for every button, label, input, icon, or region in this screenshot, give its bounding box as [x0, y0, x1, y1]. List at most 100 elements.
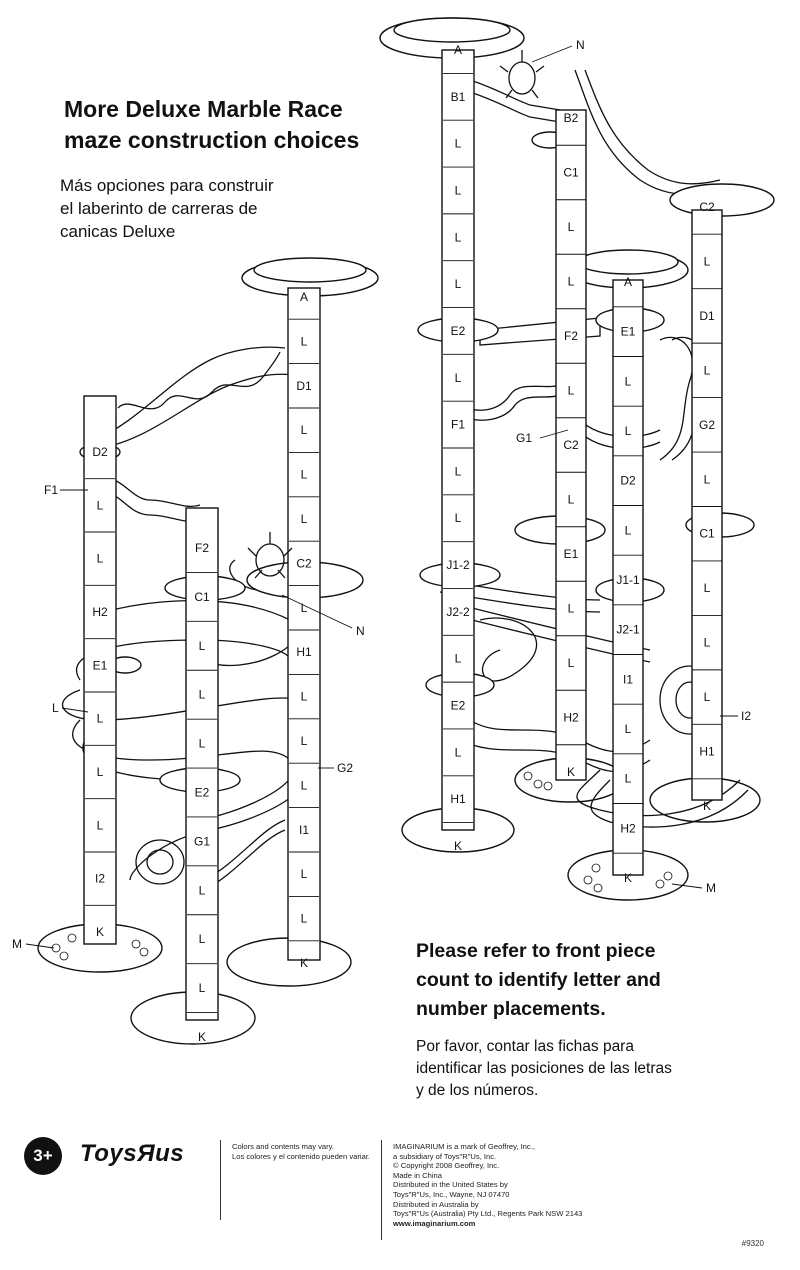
left-tower-right-label: L: [301, 601, 308, 615]
left-tower-mid-label: L: [199, 932, 206, 946]
left-tower-mid-label: C1: [194, 590, 210, 604]
right-tower-b-label: B2: [564, 111, 579, 125]
left-tower-left-label: K: [96, 925, 104, 939]
left-tower-left-label: D2: [92, 445, 108, 459]
legal-line: IMAGINARIUM is a mark of Geoffrey, Inc.,: [393, 1142, 535, 1151]
right-tower-c-label: K: [703, 799, 711, 813]
legal-line: © Copyright 2008 Geoffrey, Inc.: [393, 1161, 500, 1171]
divider-2: [381, 1140, 382, 1240]
callout-m-left: M: [12, 937, 22, 951]
right-tower-d-label: J2-1: [616, 623, 640, 637]
left-tower-left-label: L: [97, 765, 104, 779]
brand-logo: ToysЯus: [80, 1140, 185, 1167]
right-tower-b-label: L: [568, 275, 575, 289]
right-tower-a-label: F1: [451, 418, 465, 432]
right-tower-a-label: B1: [451, 90, 466, 104]
left-tower-right-label: D1: [296, 379, 312, 393]
left-tower-right-label: H1: [296, 645, 312, 659]
callout-i2-right: I2: [741, 709, 751, 723]
left-tower-right-label: L: [301, 468, 308, 482]
right-tower-b-label: H2: [563, 711, 579, 725]
title-line-1: More Deluxe Marble Race: [64, 96, 343, 122]
right-tower-c-label: D1: [699, 309, 715, 323]
left-tower-right-label: I1: [299, 823, 309, 837]
right-tower-b-label: F2: [564, 329, 578, 343]
right-tower-b-label: K: [567, 765, 575, 779]
left-tower-mid-label: L: [199, 883, 206, 897]
age-badge: 3+: [24, 1137, 62, 1175]
right-tower-b-label: C1: [563, 166, 579, 180]
right-tower-d-label: K: [624, 871, 632, 885]
left-tower-mid-label: G1: [194, 834, 210, 848]
left-tower-mid-label: E2: [195, 786, 210, 800]
right-tower-b-label: L: [568, 493, 575, 507]
left-tower-left-label: L: [97, 712, 104, 726]
callout-g1-right: G1: [516, 431, 532, 445]
left-tower-mid-label: K: [198, 1030, 206, 1044]
right-tower-c-label: H1: [699, 745, 715, 759]
right-tower-d-label: L: [625, 772, 632, 786]
right-tower-b-label: L: [568, 602, 575, 616]
right-tower-a-label: L: [455, 464, 462, 478]
right-tower-c-label: L: [704, 636, 711, 650]
left-tower-left-label: E1: [93, 658, 108, 672]
right-tower-a-label: J1-2: [446, 558, 470, 572]
left-tower-right-label: A: [300, 290, 308, 304]
right-tower-a-label: L: [455, 137, 462, 151]
right-tower-c-label: C1: [699, 527, 715, 541]
right-tower-a-label: L: [455, 652, 462, 666]
right-tower-d-label: L: [625, 523, 632, 537]
colors-note-en: Colors and contents may vary.: [232, 1142, 334, 1151]
page-title: More Deluxe Marble Race maze constructio…: [64, 94, 359, 156]
callout-m-right: M: [706, 881, 716, 895]
legal-line: Distributed in Australia by: [393, 1199, 479, 1209]
note-es-line-1: Por favor, contar las fichas para: [416, 1038, 634, 1055]
right-tower-c-label: L: [704, 472, 711, 486]
callout-n-left: N: [356, 624, 365, 638]
left-tower-left-label: L: [97, 818, 104, 832]
left-tower-right-label: L: [301, 734, 308, 748]
subtitle-line-1: Más opciones para construir: [60, 176, 274, 195]
left-tower-left-label: L: [97, 552, 104, 566]
right-tower-d-label: I1: [623, 672, 633, 686]
title-line-2: maze construction choices: [64, 127, 360, 153]
left-tower-left-label: L: [97, 498, 104, 512]
right-tower-d-label: A: [624, 275, 632, 289]
left-wheel: [247, 532, 293, 579]
right-tower-b-label: L: [568, 656, 575, 670]
right-tower-c-label: G2: [699, 418, 715, 432]
callout-l: L: [52, 701, 59, 715]
right-tower-c-label: C2: [699, 200, 715, 214]
right-wheel: [499, 50, 545, 99]
legal-block: IMAGINARIUM is a mark of Geoffrey, Inc.,…: [393, 1142, 582, 1228]
right-tower-d-label: H2: [620, 821, 636, 835]
left-tower-right-label: L: [301, 423, 308, 437]
colors-note: Colors and contents may vary. Los colore…: [232, 1142, 370, 1161]
subtitle-line-2: el laberinto de carreras de: [60, 199, 258, 218]
left-tower-mid-label: L: [199, 737, 206, 751]
right-tower-a-label: L: [455, 183, 462, 197]
left-tower-right-label: L: [301, 690, 308, 704]
right-tower-a-label: L: [455, 230, 462, 244]
right-tower-c-label: L: [704, 690, 711, 704]
right-tower-b-label: L: [568, 384, 575, 398]
right-callouts: N G1 I2 M: [516, 38, 751, 895]
legal-line: Made in China: [393, 1170, 442, 1180]
note-line-1: Please refer to front piece: [416, 940, 656, 962]
left-pillars: [83, 287, 321, 1021]
left-tower-right-label: L: [301, 912, 308, 926]
right-tower-d-label: D2: [620, 474, 636, 488]
right-tower-a-label: L: [455, 511, 462, 525]
right-tower-d-label: L: [625, 374, 632, 388]
website-link[interactable]: www.imaginarium.com: [393, 1218, 476, 1228]
left-tower-right-label: L: [301, 867, 308, 881]
right-tower-a-label: L: [455, 745, 462, 759]
right-tower-a-label: J2-2: [446, 605, 470, 619]
right-base-discs: [401, 757, 761, 901]
subtitle-line-3: canicas Deluxe: [60, 222, 176, 241]
left-tower-right-label: C2: [296, 556, 312, 570]
left-piece-labels: ALD1LLLC2LH1LLLI1LLKF2C1LLLE2G1LLLKD2LLH…: [92, 290, 312, 1044]
right-tower-b-label: L: [568, 220, 575, 234]
right-tower-d-label: E1: [621, 325, 636, 339]
left-tower-right-label: L: [301, 512, 308, 526]
